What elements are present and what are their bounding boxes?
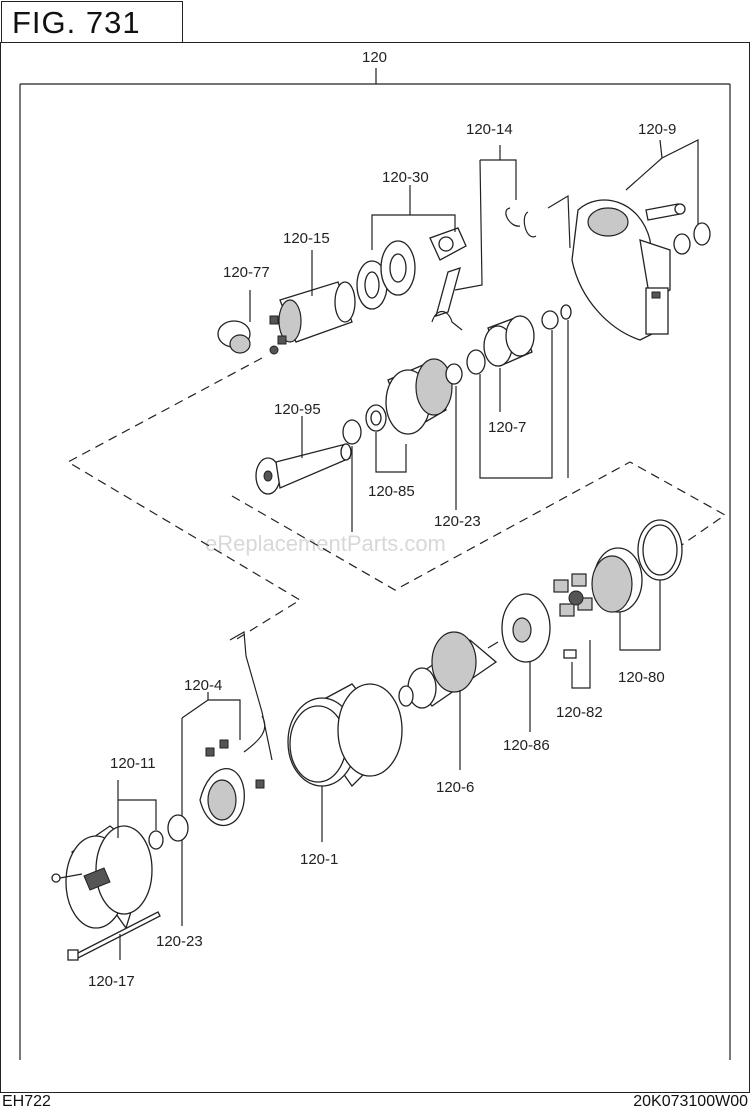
part-120-30-gaskets (356, 185, 467, 310)
label-120-6: 120-6 (436, 779, 474, 796)
part-120-80-seal-ring (591, 519, 683, 651)
assembly-bracket (19, 68, 731, 1060)
label-120-17: 120-17 (88, 973, 135, 990)
part-120-14-lever (431, 145, 571, 331)
label-120-1: 120-1 (300, 851, 338, 868)
label-120-85: 120-85 (368, 483, 415, 500)
label-120-86: 120-86 (503, 737, 550, 754)
footer-model: EH722 (2, 1093, 51, 1110)
watermark: eReplacementParts.com (205, 531, 446, 556)
callout-120-23-top (351, 320, 569, 532)
assembly-dashed-lines (66, 357, 727, 643)
part-120-17-through-bolt (67, 911, 161, 961)
part-120-85-collar (342, 404, 407, 473)
figure-title: FIG. 731 (12, 5, 141, 40)
part-120-4-brush-assembly (181, 631, 273, 838)
label-120-9: 120-9 (638, 121, 676, 138)
part-120-11-rear-cover (51, 780, 189, 930)
part-120-82-brush-holder (553, 573, 593, 689)
label-120-82: 120-82 (556, 704, 603, 721)
part-120-77-boot (217, 290, 251, 354)
label-120-15: 120-15 (283, 230, 330, 247)
part-120-6-armature (398, 631, 499, 770)
label-120-7: 120-7 (488, 419, 526, 436)
part-120-7-gear (445, 304, 572, 412)
label-120-11: 120-11 (110, 755, 156, 772)
footer-code: 20K073100W00 (633, 1093, 748, 1110)
part-120-95-pinion-shaft (255, 416, 352, 495)
frame-top-border (182, 42, 750, 43)
part-clutch-drum (385, 358, 453, 435)
label-120-23-top: 120-23 (434, 513, 481, 530)
label-120-4: 120-4 (184, 677, 222, 694)
part-120-9-drive-housing (571, 139, 711, 341)
label-120-14: 120-14 (466, 121, 513, 138)
label-120: 120 (362, 49, 387, 66)
label-120-80: 120-80 (618, 669, 665, 686)
label-120-77: 120-77 (223, 264, 270, 281)
part-120-86-end-plate (501, 593, 551, 732)
part-120-1-yoke (287, 683, 403, 842)
figure-title-box: FIG. 731 (1, 1, 183, 43)
label-120-23-bottom: 120-23 (156, 933, 203, 950)
part-120-15-solenoid (269, 250, 356, 355)
label-120-95: 120-95 (274, 401, 321, 418)
label-120-30: 120-30 (382, 169, 429, 186)
